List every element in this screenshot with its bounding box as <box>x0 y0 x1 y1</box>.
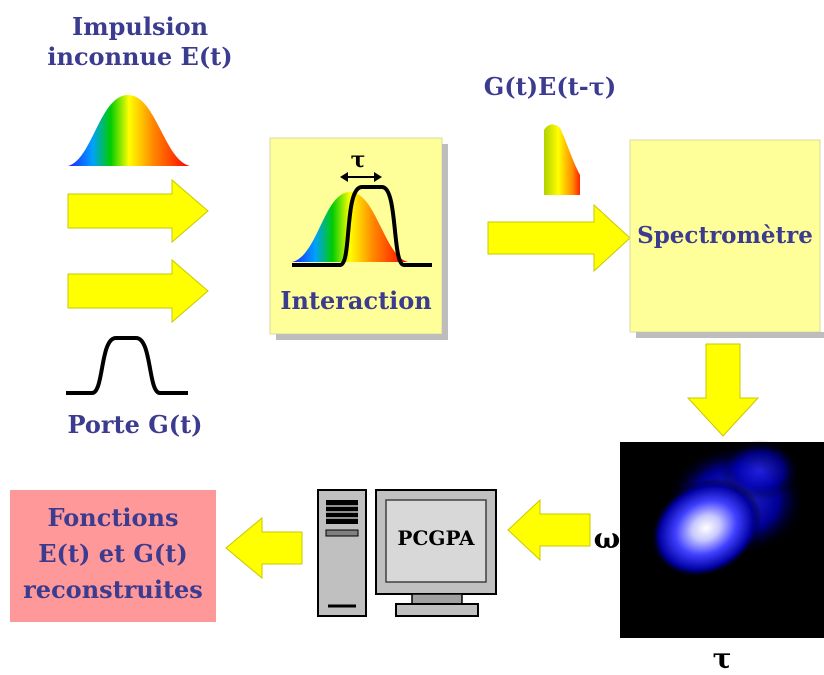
tau-label-interaction: τ <box>350 147 366 173</box>
gate-pulse-icon <box>292 185 432 267</box>
delay-arrow-icon <box>340 172 382 182</box>
tau-axis-label: τ <box>712 642 732 675</box>
unknown-pulse-label-line1: Impulsion <box>71 12 209 41</box>
spectrum-pulse-icon <box>544 124 580 195</box>
gate-label: Porte G(t) <box>67 410 203 439</box>
spectrum-pulse-icon <box>68 95 190 166</box>
spectrometer-panel <box>629 139 821 333</box>
down-arrow-icon <box>686 343 760 437</box>
result-label-line3: reconstruites <box>23 575 203 604</box>
result-label-line2: E(t) et G(t) <box>38 539 188 568</box>
gate-pulse-icon <box>66 336 188 395</box>
result-label: Fonctions E(t) et G(t) reconstruites <box>10 500 216 608</box>
left-arrow-icon <box>507 498 591 562</box>
omega-axis-label: ω <box>593 522 621 555</box>
computer-tower-icon <box>317 489 367 617</box>
right-arrow-icon <box>487 203 631 273</box>
product-label: G(t)E(t-τ) <box>483 72 617 101</box>
spectrogram-image <box>620 440 824 638</box>
unknown-pulse-label-line2: inconnue E(t) <box>47 42 233 71</box>
left-arrow-icon <box>225 516 303 580</box>
right-arrow-icon <box>67 178 209 244</box>
right-arrow-icon <box>67 258 209 324</box>
spectrometer-label: Spectromètre <box>637 222 813 249</box>
result-label-line1: Fonctions <box>47 503 179 532</box>
pcgpa-label: PCGPA <box>397 526 475 550</box>
monitor-icon <box>375 489 497 617</box>
result-box <box>10 490 216 622</box>
interaction-label: Interaction <box>280 286 432 315</box>
unknown-pulse-label: Impulsion inconnue E(t) <box>40 12 240 72</box>
